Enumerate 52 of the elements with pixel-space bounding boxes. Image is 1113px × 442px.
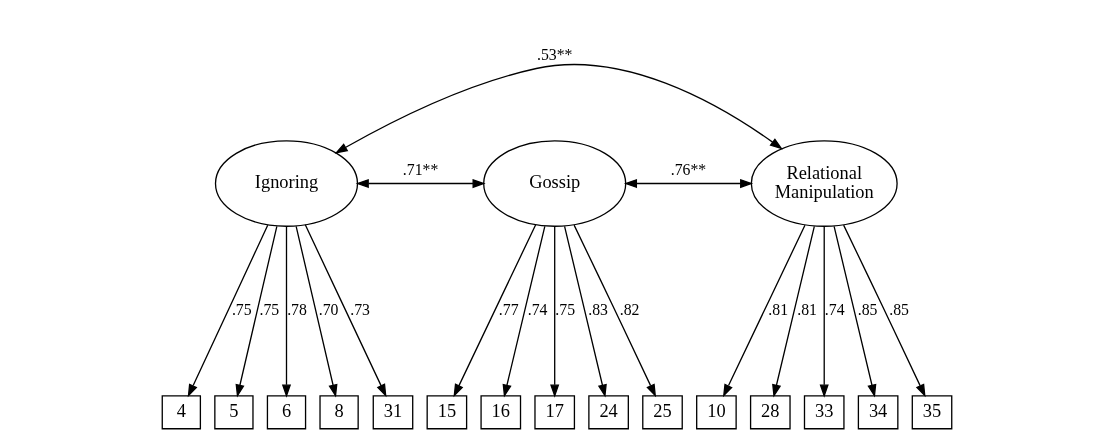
arrow: [304, 224, 386, 398]
node-box: 16: [479, 395, 521, 430]
arrow: [235, 225, 277, 398]
edge-label: .81: [767, 301, 788, 319]
arrow: [187, 224, 268, 398]
edge-label: .82: [619, 301, 639, 319]
arrow: [842, 224, 926, 398]
node-box: 33: [803, 395, 845, 430]
arrow: [623, 178, 753, 189]
arrow: [281, 225, 291, 398]
arrow: [832, 225, 876, 398]
edge-label: .70: [318, 301, 338, 319]
node-box: 4: [161, 395, 201, 430]
node-box: 28: [749, 395, 791, 430]
node-ellipse: Gossip: [482, 140, 626, 227]
edge-label: .75: [231, 301, 252, 319]
node-box: 24: [587, 395, 629, 430]
arrow: [452, 224, 536, 398]
edge-label: .75: [554, 301, 575, 319]
arrow: [549, 225, 559, 398]
arrow: [572, 224, 656, 398]
node-box: 5: [213, 395, 254, 430]
node-box: 25: [641, 395, 683, 430]
edge-label: .83: [587, 301, 608, 319]
edge-label: .76**: [670, 161, 706, 179]
arrow: [295, 225, 337, 398]
node-box: 6: [266, 395, 306, 430]
node-box: 34: [857, 395, 898, 430]
node-box: 31: [372, 395, 413, 430]
edge-label: .71**: [402, 161, 438, 179]
node-box: 10: [695, 395, 737, 430]
edge-label: .85: [857, 301, 877, 319]
edge-label: .73: [349, 301, 370, 319]
node-box: 35: [911, 395, 952, 430]
arrow: [722, 224, 806, 398]
edge-label: .74: [824, 301, 845, 319]
node-box: 17: [533, 395, 575, 430]
edge-label: .77: [498, 301, 519, 319]
arrow: [563, 225, 607, 398]
arrow: [819, 225, 829, 398]
edge-label: .78: [286, 301, 307, 319]
arrow: [334, 63, 783, 154]
arrow: [502, 225, 545, 398]
edge-label: .75: [259, 301, 279, 319]
edge-label: .85: [888, 301, 909, 319]
edge-label: .81: [796, 301, 817, 319]
arrow: [355, 178, 486, 189]
edge-label: .53**: [536, 46, 572, 64]
node-box: 8: [318, 395, 359, 430]
arrow: [771, 225, 815, 398]
edge-label: .74: [527, 301, 547, 319]
node-box: 15: [426, 395, 467, 430]
